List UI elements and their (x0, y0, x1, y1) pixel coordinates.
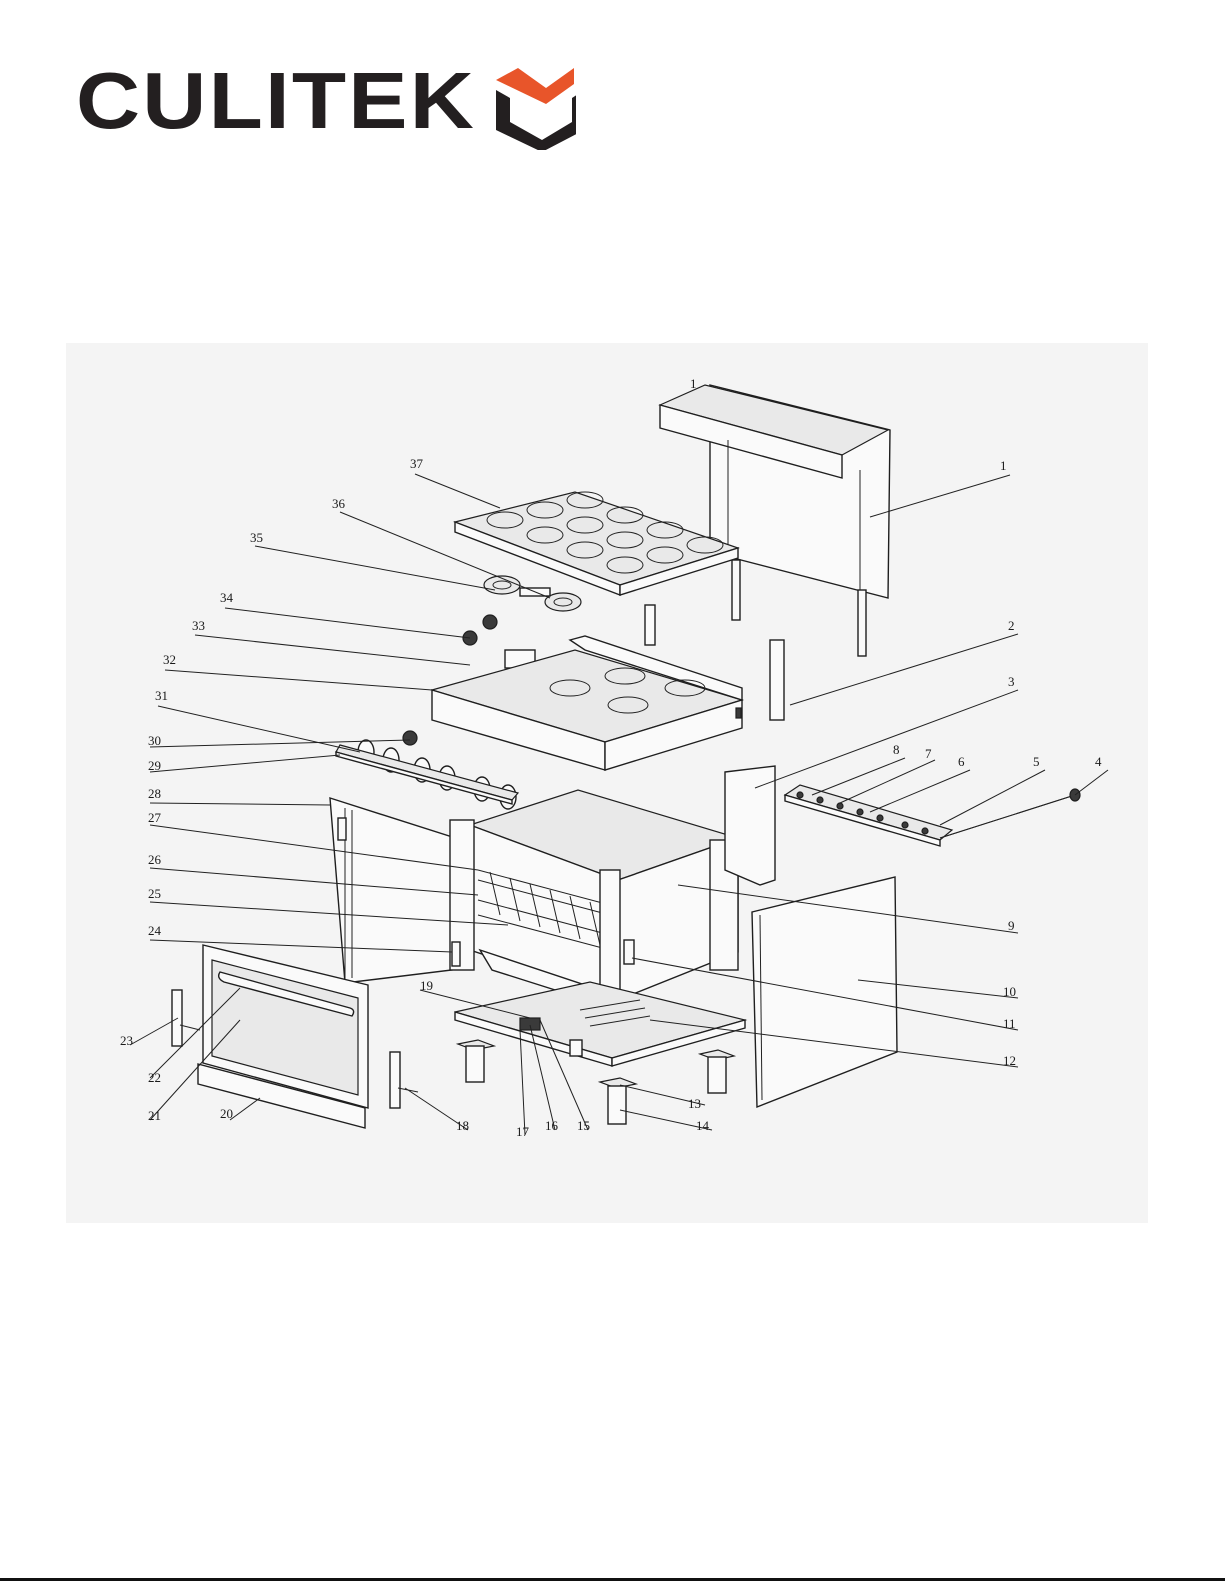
callout-31: 31 (155, 688, 168, 703)
callout-11: 11 (1003, 1016, 1016, 1031)
callout-33: 33 (192, 618, 205, 633)
callout-37: 37 (410, 456, 424, 471)
callout-3: 3 (1008, 674, 1015, 689)
callout-21: 21 (148, 1108, 161, 1123)
callout-25: 25 (148, 886, 161, 901)
callout-32: 32 (163, 652, 176, 667)
oven-door (198, 945, 368, 1128)
callout-20: 20 (220, 1106, 233, 1121)
front-rail (336, 745, 518, 804)
cooktop-assembly (432, 636, 742, 770)
callout-8: 8 (893, 742, 900, 757)
callout-23: 23 (120, 1033, 133, 1048)
callout-2: 2 (1008, 618, 1015, 633)
callout-26: 26 (148, 852, 162, 867)
backsplash-shelf (660, 385, 890, 656)
callout-15: 15 (577, 1118, 590, 1133)
callout-27: 27 (148, 810, 162, 825)
callout-1-top: 1 (690, 376, 697, 391)
callout-36: 36 (332, 496, 346, 511)
callout-22: 22 (148, 1070, 161, 1085)
callout-17: 17 (516, 1124, 530, 1139)
callout-34: 34 (220, 590, 234, 605)
right-side-panel (752, 877, 897, 1107)
callout-10: 10 (1003, 984, 1016, 999)
callout-24: 24 (148, 923, 162, 938)
bottom-rule (0, 1578, 1225, 1581)
callout-16: 16 (545, 1118, 559, 1133)
callout-30: 30 (148, 733, 161, 748)
left-side-panel (330, 798, 468, 983)
callout-19: 19 (420, 978, 433, 993)
callout-28: 28 (148, 786, 161, 801)
callout-9: 9 (1008, 918, 1015, 933)
callout-29: 29 (148, 758, 161, 773)
callout-14: 14 (696, 1118, 710, 1133)
callout-35: 35 (250, 530, 263, 545)
callout-5: 5 (1033, 754, 1040, 769)
callout-13: 13 (688, 1096, 701, 1111)
callout-6: 6 (958, 754, 965, 769)
gas-manifold (785, 785, 1080, 846)
callout-1: 1 (1000, 458, 1007, 473)
callout-18: 18 (456, 1118, 469, 1133)
oven-cavity (450, 790, 738, 1010)
callout-7: 7 (925, 746, 932, 761)
callout-12: 12 (1003, 1053, 1016, 1068)
callout-4: 4 (1095, 754, 1102, 769)
